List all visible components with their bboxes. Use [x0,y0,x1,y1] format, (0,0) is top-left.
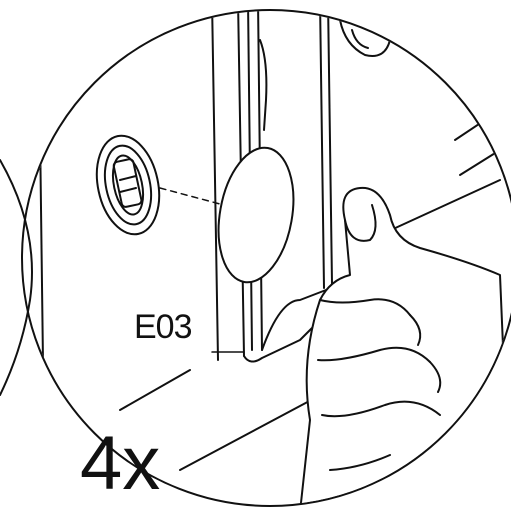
leader-line [159,187,221,205]
part-code-label: E03 [134,308,192,346]
cover-cap [217,146,295,284]
adjacent-detail-circle [0,159,33,396]
cam-socket [95,134,161,236]
quantity-label: 4x [80,421,161,506]
